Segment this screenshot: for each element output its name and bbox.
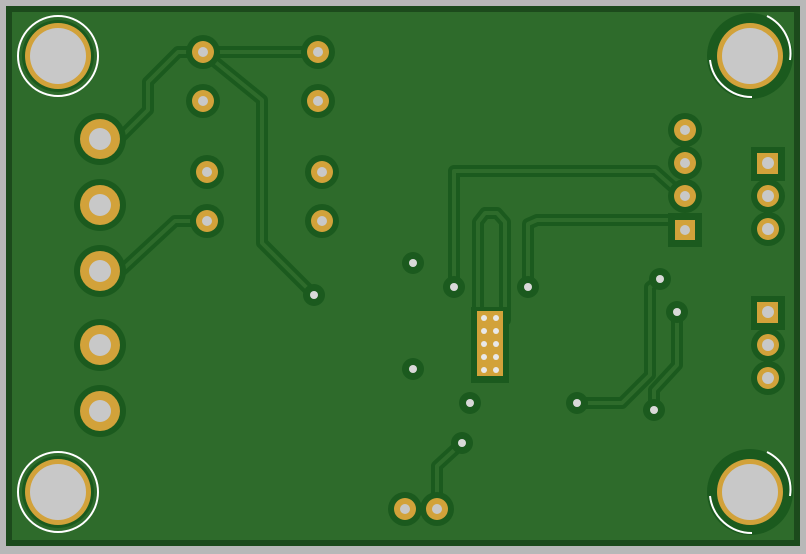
pad-large [74,179,126,231]
mounting-hole-top-right [707,13,793,99]
via [443,276,465,298]
pad-large [74,385,126,437]
pad-small [668,113,702,147]
pad-small [190,204,224,238]
pad-small [388,492,422,526]
pad-square [751,296,785,330]
pad-small [751,179,785,213]
pad-small [301,84,335,118]
vias [303,252,688,454]
pad-large [74,319,126,371]
small-pads [186,35,785,526]
via [643,399,665,421]
via [451,432,473,454]
pad-small [751,361,785,395]
pad-square [668,213,702,247]
pad-large [74,245,126,297]
via [666,301,688,323]
via [402,252,424,274]
pad-small [668,179,702,213]
pad-small [668,146,702,180]
pad-small [751,212,785,246]
left-connector [74,113,126,437]
pad-small [420,492,454,526]
via [566,392,588,414]
trace-highlights [118,50,686,511]
via [517,276,539,298]
pad-large [74,113,126,165]
pad-small [751,328,785,362]
via [303,284,325,306]
mounting-hole-top-left [17,15,99,97]
pad-square [751,147,785,181]
pcb-board [6,6,800,546]
mounting-hole-bottom-right [707,449,793,535]
pad-small [305,204,339,238]
via [402,358,424,380]
pad-small [190,155,224,189]
via [649,268,671,290]
mounting-hole-bottom-left [17,451,99,533]
pad-small [186,84,220,118]
pad-small [305,155,339,189]
via [459,392,481,414]
pad-small [186,35,220,69]
smd-pad-array [471,307,509,383]
mounting-holes [17,13,793,535]
pad-small [301,35,335,69]
